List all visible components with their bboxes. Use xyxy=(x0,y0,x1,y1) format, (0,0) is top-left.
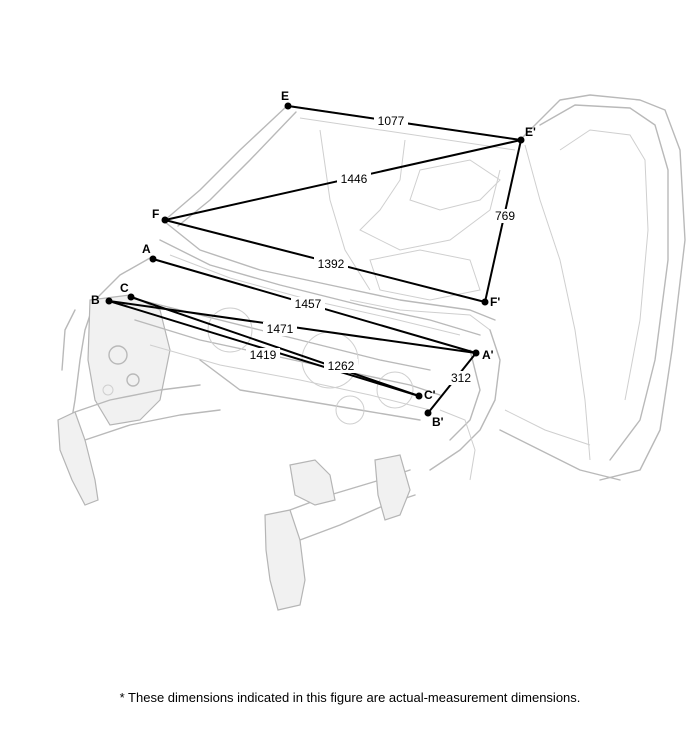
car-body-illustration xyxy=(57,94,686,611)
line-c-cprime xyxy=(130,296,420,397)
point-eprime xyxy=(517,136,525,144)
point-f xyxy=(161,216,169,224)
footnote: * These dimensions indicated in this fig… xyxy=(119,690,581,705)
label-c: C xyxy=(120,281,129,295)
dimension-values: 1077 1446 769 1392 1457 1471 1419 1262 3… xyxy=(246,114,518,385)
measurement-points xyxy=(105,102,525,417)
label-cprime: C' xyxy=(424,388,436,402)
dim-b-cprime: 1419 xyxy=(250,348,277,362)
label-aprime: A' xyxy=(482,348,494,362)
dim-a-aprime: 1457 xyxy=(295,297,322,311)
point-a xyxy=(149,255,157,263)
dim-f-fprime: 1392 xyxy=(318,257,345,271)
dim-c-cprime: 1262 xyxy=(328,359,355,373)
dim-e-eprime: 1077 xyxy=(378,114,405,128)
label-e: E xyxy=(281,89,289,103)
point-cprime xyxy=(415,392,423,400)
label-fprime: F' xyxy=(490,295,500,309)
point-bprime xyxy=(424,409,432,417)
label-a: A xyxy=(142,242,151,256)
point-fprime xyxy=(481,298,489,306)
point-aprime xyxy=(472,349,480,357)
dim-f-eprime: 1446 xyxy=(341,172,368,186)
body-dimension-diagram: E E' F F' A A' B B' C C' 1077 1446 769 1… xyxy=(57,89,686,611)
label-f: F xyxy=(152,207,159,221)
dim-eprime-fprime: 769 xyxy=(495,209,515,223)
dim-b-aprime: 1471 xyxy=(267,322,294,336)
point-e xyxy=(284,102,292,110)
dim-aprime-bprime: 312 xyxy=(451,371,471,385)
label-bprime: B' xyxy=(432,415,444,429)
point-labels: E E' F F' A A' B B' C C' xyxy=(91,89,536,429)
point-b xyxy=(105,297,113,305)
label-b: B xyxy=(91,293,100,307)
label-eprime: E' xyxy=(525,125,536,139)
point-c xyxy=(127,293,135,301)
